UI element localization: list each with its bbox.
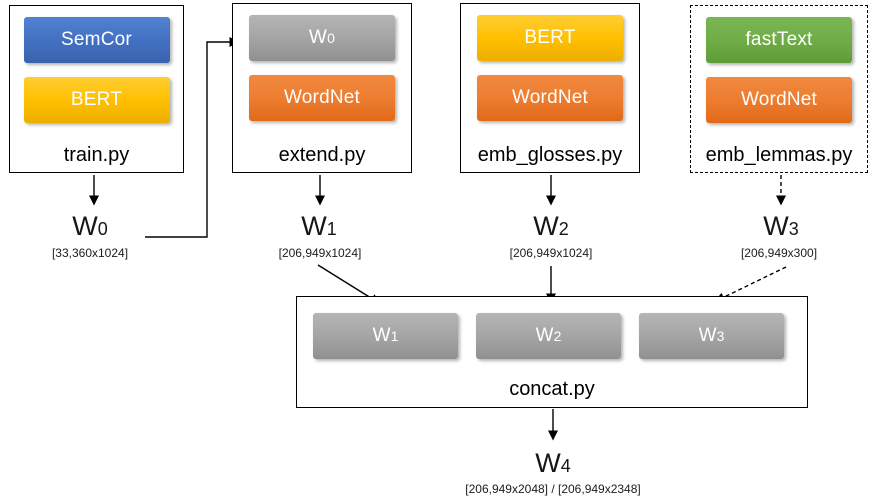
slot-w2-name: W <box>535 325 554 346</box>
matrix-dims-w1: [206,949x1024] <box>278 246 362 260</box>
matrix-dims-w0: [33,360x1024] <box>51 246 129 260</box>
matrix-label-w1: W1 <box>301 213 337 240</box>
w4-subscript: 4 <box>560 456 571 476</box>
w0-name: W <box>72 211 98 241</box>
slot-w3-name: W <box>698 325 717 346</box>
slot-w3-subscript: 3 <box>716 328 725 344</box>
matrix-dims-w4: [206,949x2048] / [206,949x2348] <box>465 482 641 496</box>
chip-wordnet-extend: WordNet <box>249 75 395 121</box>
box-train-py: SemCor BERT train.py <box>9 5 184 173</box>
w2-name: W <box>533 211 559 241</box>
slot-w2-subscript: 2 <box>553 328 562 344</box>
matrix-label-w3: W3 <box>763 213 799 240</box>
slot-w1-name: W <box>372 325 391 346</box>
chip-bert-glosses: BERT <box>477 15 623 61</box>
w2-subscript: 2 <box>558 219 569 239</box>
chip-semcor: SemCor <box>23 17 170 63</box>
w4-name: W <box>535 448 561 478</box>
w1-name: W <box>301 211 327 241</box>
chip-wordnet-lemmas: WordNet <box>706 77 852 123</box>
w0-subscript: 0 <box>97 219 108 239</box>
matrix-dims-w3: [206,949x300] <box>740 246 818 260</box>
label-train-py: train.py <box>63 144 130 166</box>
label-concat-py: concat.py <box>509 378 595 400</box>
box-emb-glosses-py: BERT WordNet emb_glosses.py <box>460 3 640 173</box>
chip-wordnet-glosses: WordNet <box>477 75 623 121</box>
matrix-label-w2: W2 <box>533 213 569 240</box>
chip-bert-train: BERT <box>23 77 170 123</box>
matrix-label-w4: W4 <box>535 450 571 477</box>
label-extend-py: extend.py <box>278 144 366 166</box>
w1-subscript: 1 <box>326 219 337 239</box>
chip-fasttext: fastText <box>706 17 852 63</box>
label-emb-lemmas-py: emb_lemmas.py <box>705 144 853 166</box>
box-emb-lemmas-py: fastText WordNet emb_lemmas.py <box>690 5 868 173</box>
matrix-label-w0: W0 <box>72 213 108 240</box>
chip-w0-name: W <box>308 27 328 48</box>
chip-w0-subscript: 0 <box>327 30 336 46</box>
slot-w1-subscript: 1 <box>390 328 399 344</box>
w3-name: W <box>763 211 789 241</box>
matrix-dims-w2: [206,949x1024] <box>509 246 593 260</box>
w3-subscript: 3 <box>788 219 799 239</box>
label-emb-glosses-py: emb_glosses.py <box>477 144 623 166</box>
